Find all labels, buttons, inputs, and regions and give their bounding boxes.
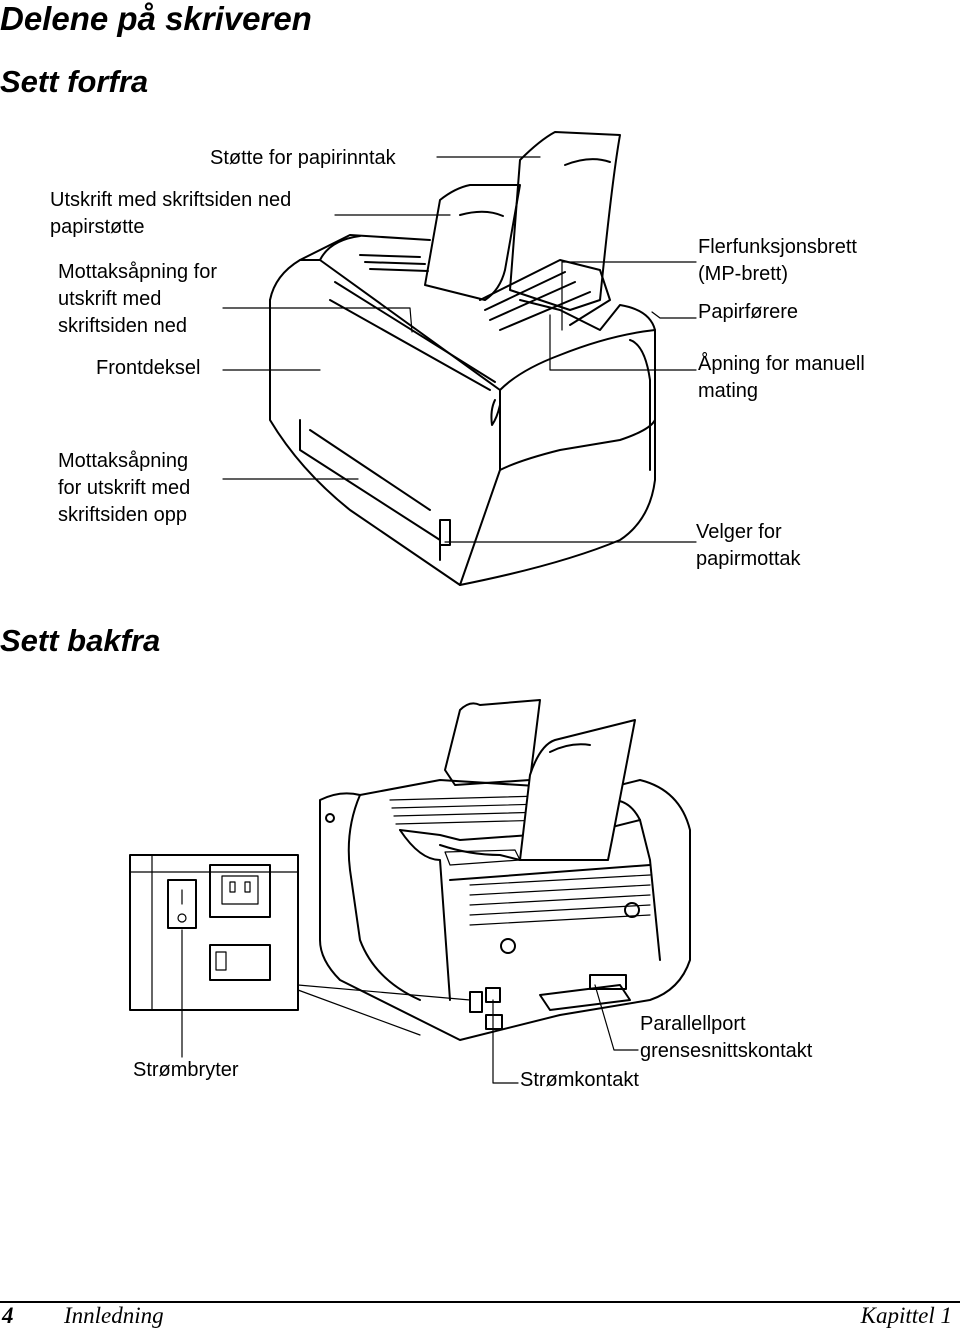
label-parallel-port: Parallellport grensesnittskontakt bbox=[640, 1013, 813, 1062]
front-view-heading: Sett forfra bbox=[0, 64, 149, 99]
label-face-down-slot: Mottaksåpning for utskrift med skriftsid… bbox=[58, 261, 217, 337]
label-front-cover: Frontdeksel bbox=[96, 357, 201, 379]
back-leader-lines bbox=[181, 929, 639, 1084]
footer-section: Innledning bbox=[64, 1303, 164, 1328]
front-printer-body bbox=[269, 234, 656, 586]
footer-rule bbox=[0, 1301, 960, 1303]
power-socket-icon bbox=[209, 864, 271, 918]
label-face-down-support: Utskrift med skriftsiden ned papirstøtte bbox=[50, 189, 292, 238]
label-power-socket: Strømkontakt bbox=[520, 1069, 639, 1091]
page-title: Delene på skriveren bbox=[0, 0, 312, 37]
parallel-port-icon bbox=[589, 974, 627, 990]
label-paper-support: Støtte for papirinntak bbox=[210, 147, 396, 169]
label-output-selector: Velger for papirmottak bbox=[696, 521, 801, 570]
back-view-heading: Sett bakfra bbox=[0, 623, 161, 658]
back-paper-support-rear bbox=[444, 699, 541, 786]
power-panel-inset bbox=[129, 854, 299, 1011]
label-power-switch: Strømbryter bbox=[133, 1059, 239, 1081]
label-manual-feed: Åpning for manuell mating bbox=[698, 353, 865, 402]
power-switch-icon bbox=[167, 879, 197, 929]
front-paper-support-rear bbox=[509, 131, 621, 311]
label-paper-guides: Papirførere bbox=[698, 301, 799, 323]
front-paper-support-front bbox=[424, 184, 521, 301]
label-mp-tray: Flerfunksjonsbrett (MP-brett) bbox=[698, 236, 857, 285]
footer-page-number: 4 bbox=[2, 1303, 14, 1328]
back-paper-support-front bbox=[519, 719, 636, 861]
label-face-up-slot: Mottaksåpning for utskrift med skriftsid… bbox=[58, 450, 191, 526]
back-printer-body bbox=[319, 779, 691, 1041]
footer-chapter: Kapittel 1 bbox=[860, 1303, 952, 1328]
